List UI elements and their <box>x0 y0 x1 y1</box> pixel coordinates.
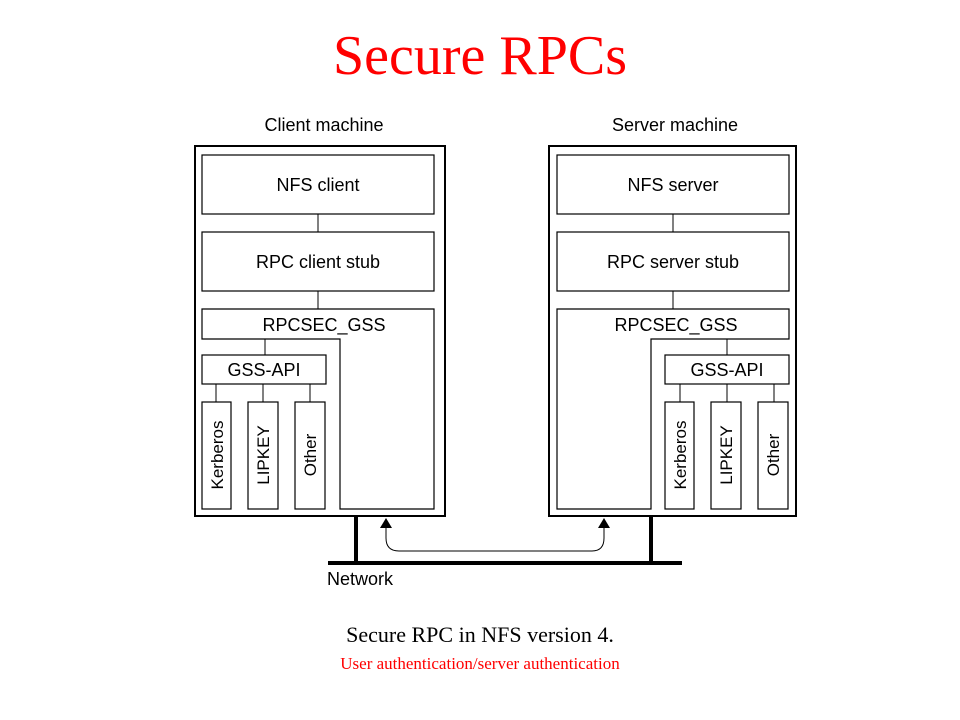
server-gss-api-label: GSS-API <box>690 360 763 380</box>
client-other-box <box>294 401 326 510</box>
client-stub-box <box>201 231 435 292</box>
client-gss-api-label: GSS-API <box>227 360 300 380</box>
server-stub-label: RPC server stub <box>607 252 739 272</box>
client-stub-label: RPC client stub <box>256 252 380 272</box>
server-rpcsec-gss-label: RPCSEC_GSS <box>614 315 737 336</box>
server-machine-heading: Server machine <box>612 115 738 135</box>
server-lipkey-label: LIPKEY <box>717 425 736 485</box>
server-rpcsec-gss-box <box>556 308 790 510</box>
network-label: Network <box>327 569 394 589</box>
slide-title: Secure RPCs <box>333 25 627 87</box>
figure-subcaption: User authentication/server authenticatio… <box>340 654 620 673</box>
client-nfs-box <box>201 154 435 215</box>
server-kerberos-box <box>664 401 695 510</box>
client-nfs-label: NFS client <box>276 175 359 195</box>
server-kerberos-label: Kerberos <box>671 421 690 490</box>
server-nfs-label: NFS server <box>627 175 718 195</box>
client-gss-api-box <box>201 354 327 385</box>
client-kerberos-label: Kerberos <box>208 421 227 490</box>
server-gss-api-box <box>664 354 790 385</box>
client-other-label: Other <box>301 433 320 476</box>
client-lipkey-box <box>247 401 279 510</box>
server-nfs-box <box>556 154 790 215</box>
figure-caption: Secure RPC in NFS version 4. <box>346 622 614 647</box>
server-other-label: Other <box>764 433 783 476</box>
client-kerberos-box <box>201 401 232 510</box>
server-stub-box <box>556 231 790 292</box>
client-rpcsec-gss-label: RPCSEC_GSS <box>262 315 385 336</box>
secure-channel-arrow <box>380 518 610 552</box>
server-other-box <box>757 401 789 510</box>
client-rpcsec-gss-box <box>201 308 435 510</box>
client-lipkey-label: LIPKEY <box>254 425 273 485</box>
server-lipkey-box <box>710 401 742 510</box>
client-machine-heading: Client machine <box>264 115 383 135</box>
